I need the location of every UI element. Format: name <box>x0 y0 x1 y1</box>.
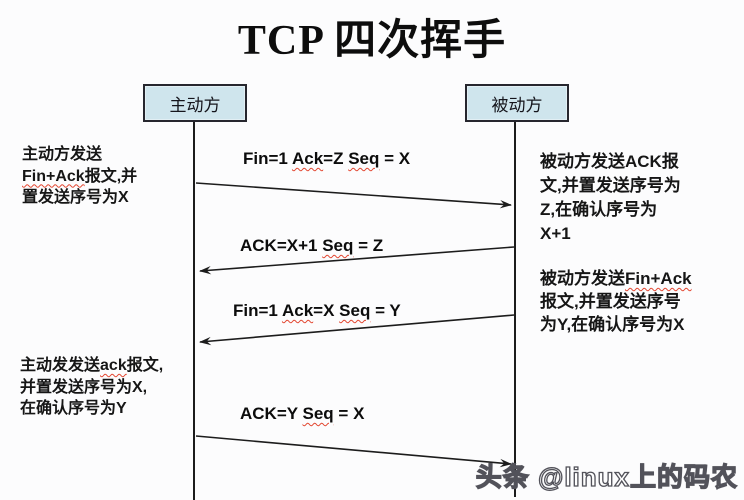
arrow-3-fin-from-passive <box>199 314 515 346</box>
annotation-right-middle: 被动方发送Fin+Ack 报文,并置发送序号 为Y,在确认序号为X <box>540 269 692 334</box>
watermark: 头条 @linux上的码农 <box>475 461 738 492</box>
actor-label-passive: 被动方 <box>491 95 543 115</box>
actor-box-active: 主动方 <box>143 84 247 122</box>
message-label-4: ACK=Y Seq = X <box>240 404 365 423</box>
diagram-title: TCP 四次挥手 <box>237 18 507 64</box>
actor-box-passive: 被动方 <box>465 84 569 122</box>
annotation-left-bottom: 主动发发送ack报文, 并置发送序号为X, 在确认序号为Y <box>20 357 164 417</box>
arrow-2-ack-from-passive <box>199 246 515 275</box>
annotation-right-top: 被动方发送ACK报 文,并置发送序号为 Z,在确认序号为 X+1 <box>540 152 681 243</box>
annotation-left-top: 主动方发送 Fin+Ack报文,并 置发送序号为X <box>22 146 138 206</box>
arrow-4-ack-from-active <box>195 435 512 468</box>
message-label-2: ACK=X+1 Seq = Z <box>240 236 384 255</box>
arrow-1-fin-from-active <box>195 182 512 209</box>
message-label-1: Fin=1 Ack=Z Seq = X <box>243 149 411 168</box>
message-label-3: Fin=1 Ack=X Seq = Y <box>233 301 401 320</box>
actor-label-active: 主动方 <box>169 95 221 115</box>
